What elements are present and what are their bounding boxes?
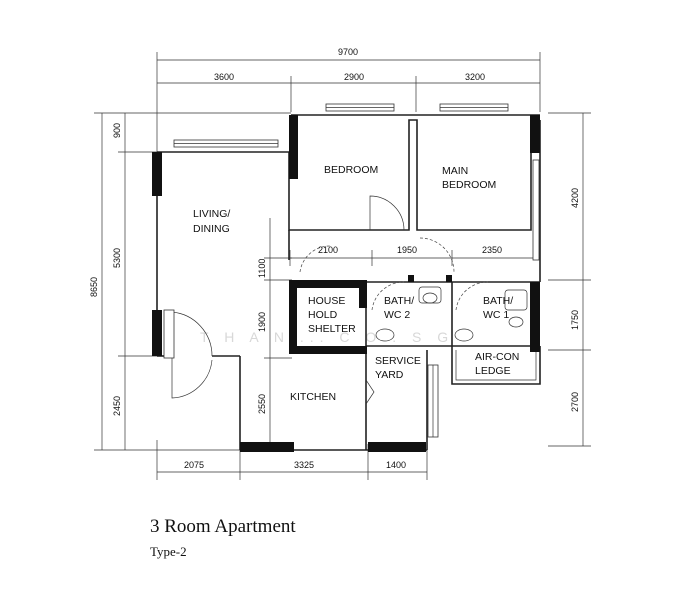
dim-corridor-1950: 1950 xyxy=(397,245,417,255)
dim-left-mid: 5300 xyxy=(112,248,122,268)
label-main-bedroom-line1: MAIN xyxy=(442,165,468,177)
room-labels: BEDROOM MAIN BEDROOM LIVING/ DINING HOUS… xyxy=(193,164,519,403)
dim-inner-2550: 2550 xyxy=(257,394,267,414)
doors xyxy=(163,195,489,405)
dim-right-2700: 2700 xyxy=(570,392,580,412)
label-aircon-line2: LEDGE xyxy=(475,365,511,377)
plan-subtitle: Type-2 xyxy=(150,544,187,559)
label-household-line1: HOUSE xyxy=(308,295,345,307)
label-household-line3: SHELTER xyxy=(308,323,356,335)
dim-bottom-mid: 3325 xyxy=(294,460,314,470)
dim-left-bottom: 2450 xyxy=(112,396,122,416)
label-household-line2: HOLD xyxy=(308,309,338,321)
dim-bottom-right: 1400 xyxy=(386,460,406,470)
dim-top-left: 3600 xyxy=(214,72,234,82)
dimension-lines xyxy=(94,52,591,480)
plan-title: 3 Room Apartment xyxy=(150,516,296,537)
dim-left-top: 900 xyxy=(112,123,122,138)
dim-corridor-2350: 2350 xyxy=(482,245,502,255)
label-service-line1: SERVICE xyxy=(375,355,421,367)
windows xyxy=(173,103,540,261)
dim-right-4200: 4200 xyxy=(570,188,580,208)
dim-corridor-2100: 2100 xyxy=(318,245,338,255)
dimension-labels: 9700 3600 2900 3200 2075 3325 1400 8650 … xyxy=(89,47,580,470)
dim-inner-1900: 1900 xyxy=(257,312,267,332)
label-service-line2: YARD xyxy=(375,369,404,381)
label-living-line2: DINING xyxy=(193,223,230,235)
walls xyxy=(152,114,541,452)
label-kitchen: KITCHEN xyxy=(290,391,336,403)
bathroom-fixtures xyxy=(375,286,528,342)
label-bath1-line1: BATH/ xyxy=(483,295,513,307)
label-aircon-line1: AIR-CON xyxy=(475,351,519,363)
label-bath2-line1: BATH/ xyxy=(384,295,414,307)
label-bedroom: BEDROOM xyxy=(324,164,378,176)
label-bath1-line2: WC 1 xyxy=(483,309,509,321)
dim-top-mid: 2900 xyxy=(344,72,364,82)
label-main-bedroom-line2: BEDROOM xyxy=(442,179,496,191)
dim-inner-1100: 1100 xyxy=(257,259,267,278)
dim-left-total: 8650 xyxy=(89,277,99,297)
dim-top-right: 3200 xyxy=(465,72,485,82)
dim-top-total: 9700 xyxy=(338,47,358,57)
label-living-line1: LIVING/ xyxy=(193,208,230,220)
dim-right-1750: 1750 xyxy=(570,310,580,330)
label-bath2-line2: WC 2 xyxy=(384,309,410,321)
dim-bottom-left: 2075 xyxy=(184,460,204,470)
